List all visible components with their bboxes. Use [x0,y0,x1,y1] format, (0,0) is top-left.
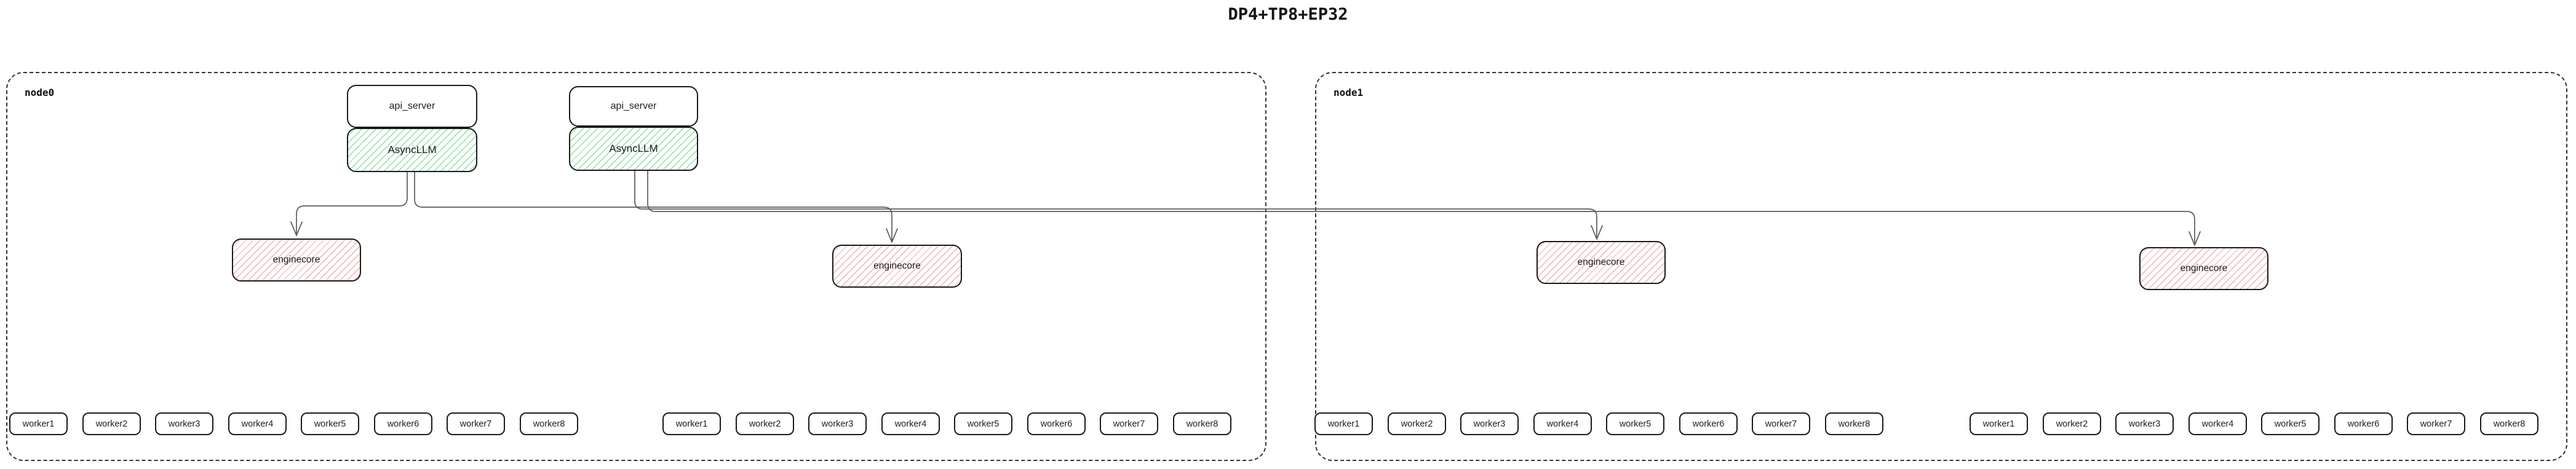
worker-box: worker3 [155,412,213,435]
node0-label: node0 [25,87,55,98]
worker-box: worker5 [2261,412,2320,435]
diagram-title: DP4+TP8+EP32 [1228,5,1348,24]
enginecore-box-1: enginecore [832,245,962,288]
worker-box: worker1 [662,412,721,435]
worker-box: worker5 [301,412,359,435]
api-server-box-1: api_server [347,85,477,128]
worker-box: worker1 [9,412,68,435]
worker-box: worker8 [520,412,578,435]
asyncllm-box-2: AsyncLLM [569,127,698,171]
worker-box: worker8 [1825,412,1883,435]
worker-box: worker7 [2407,412,2465,435]
worker-box: worker6 [2334,412,2393,435]
worker-box: worker2 [1388,412,1446,435]
worker-box: worker1 [1970,412,2028,435]
enginecore-box-3: enginecore [2139,247,2268,290]
worker-box: worker7 [1752,412,1810,435]
worker-box: worker6 [1027,412,1086,435]
worker-box: worker5 [954,412,1012,435]
asyncllm-box-1: AsyncLLM [347,128,477,172]
worker-box: worker8 [2480,412,2538,435]
enginecore-box-0: enginecore [232,238,361,282]
worker-box: worker2 [82,412,141,435]
worker-box: worker3 [808,412,867,435]
worker-box: worker4 [881,412,940,435]
worker-box: worker4 [228,412,287,435]
worker-box: worker8 [1173,412,1231,435]
worker-box: worker2 [2043,412,2101,435]
worker-box: worker1 [1314,412,1373,435]
api-server-box-2: api_server [569,86,698,127]
worker-box: worker3 [2115,412,2174,435]
worker-box: worker6 [374,412,432,435]
node1-label: node1 [1334,87,1364,98]
worker-box: worker7 [447,412,505,435]
worker-box: worker3 [1460,412,1519,435]
worker-box: worker2 [736,412,794,435]
worker-box: worker5 [1606,412,1664,435]
worker-box: worker4 [2188,412,2247,435]
worker-box: worker7 [1100,412,1158,435]
enginecore-box-2: enginecore [1536,241,1666,284]
worker-box: worker6 [1679,412,1738,435]
worker-box: worker4 [1533,412,1592,435]
node0-container: node0 [6,72,1266,461]
node1-container: node1 [1315,72,2567,461]
